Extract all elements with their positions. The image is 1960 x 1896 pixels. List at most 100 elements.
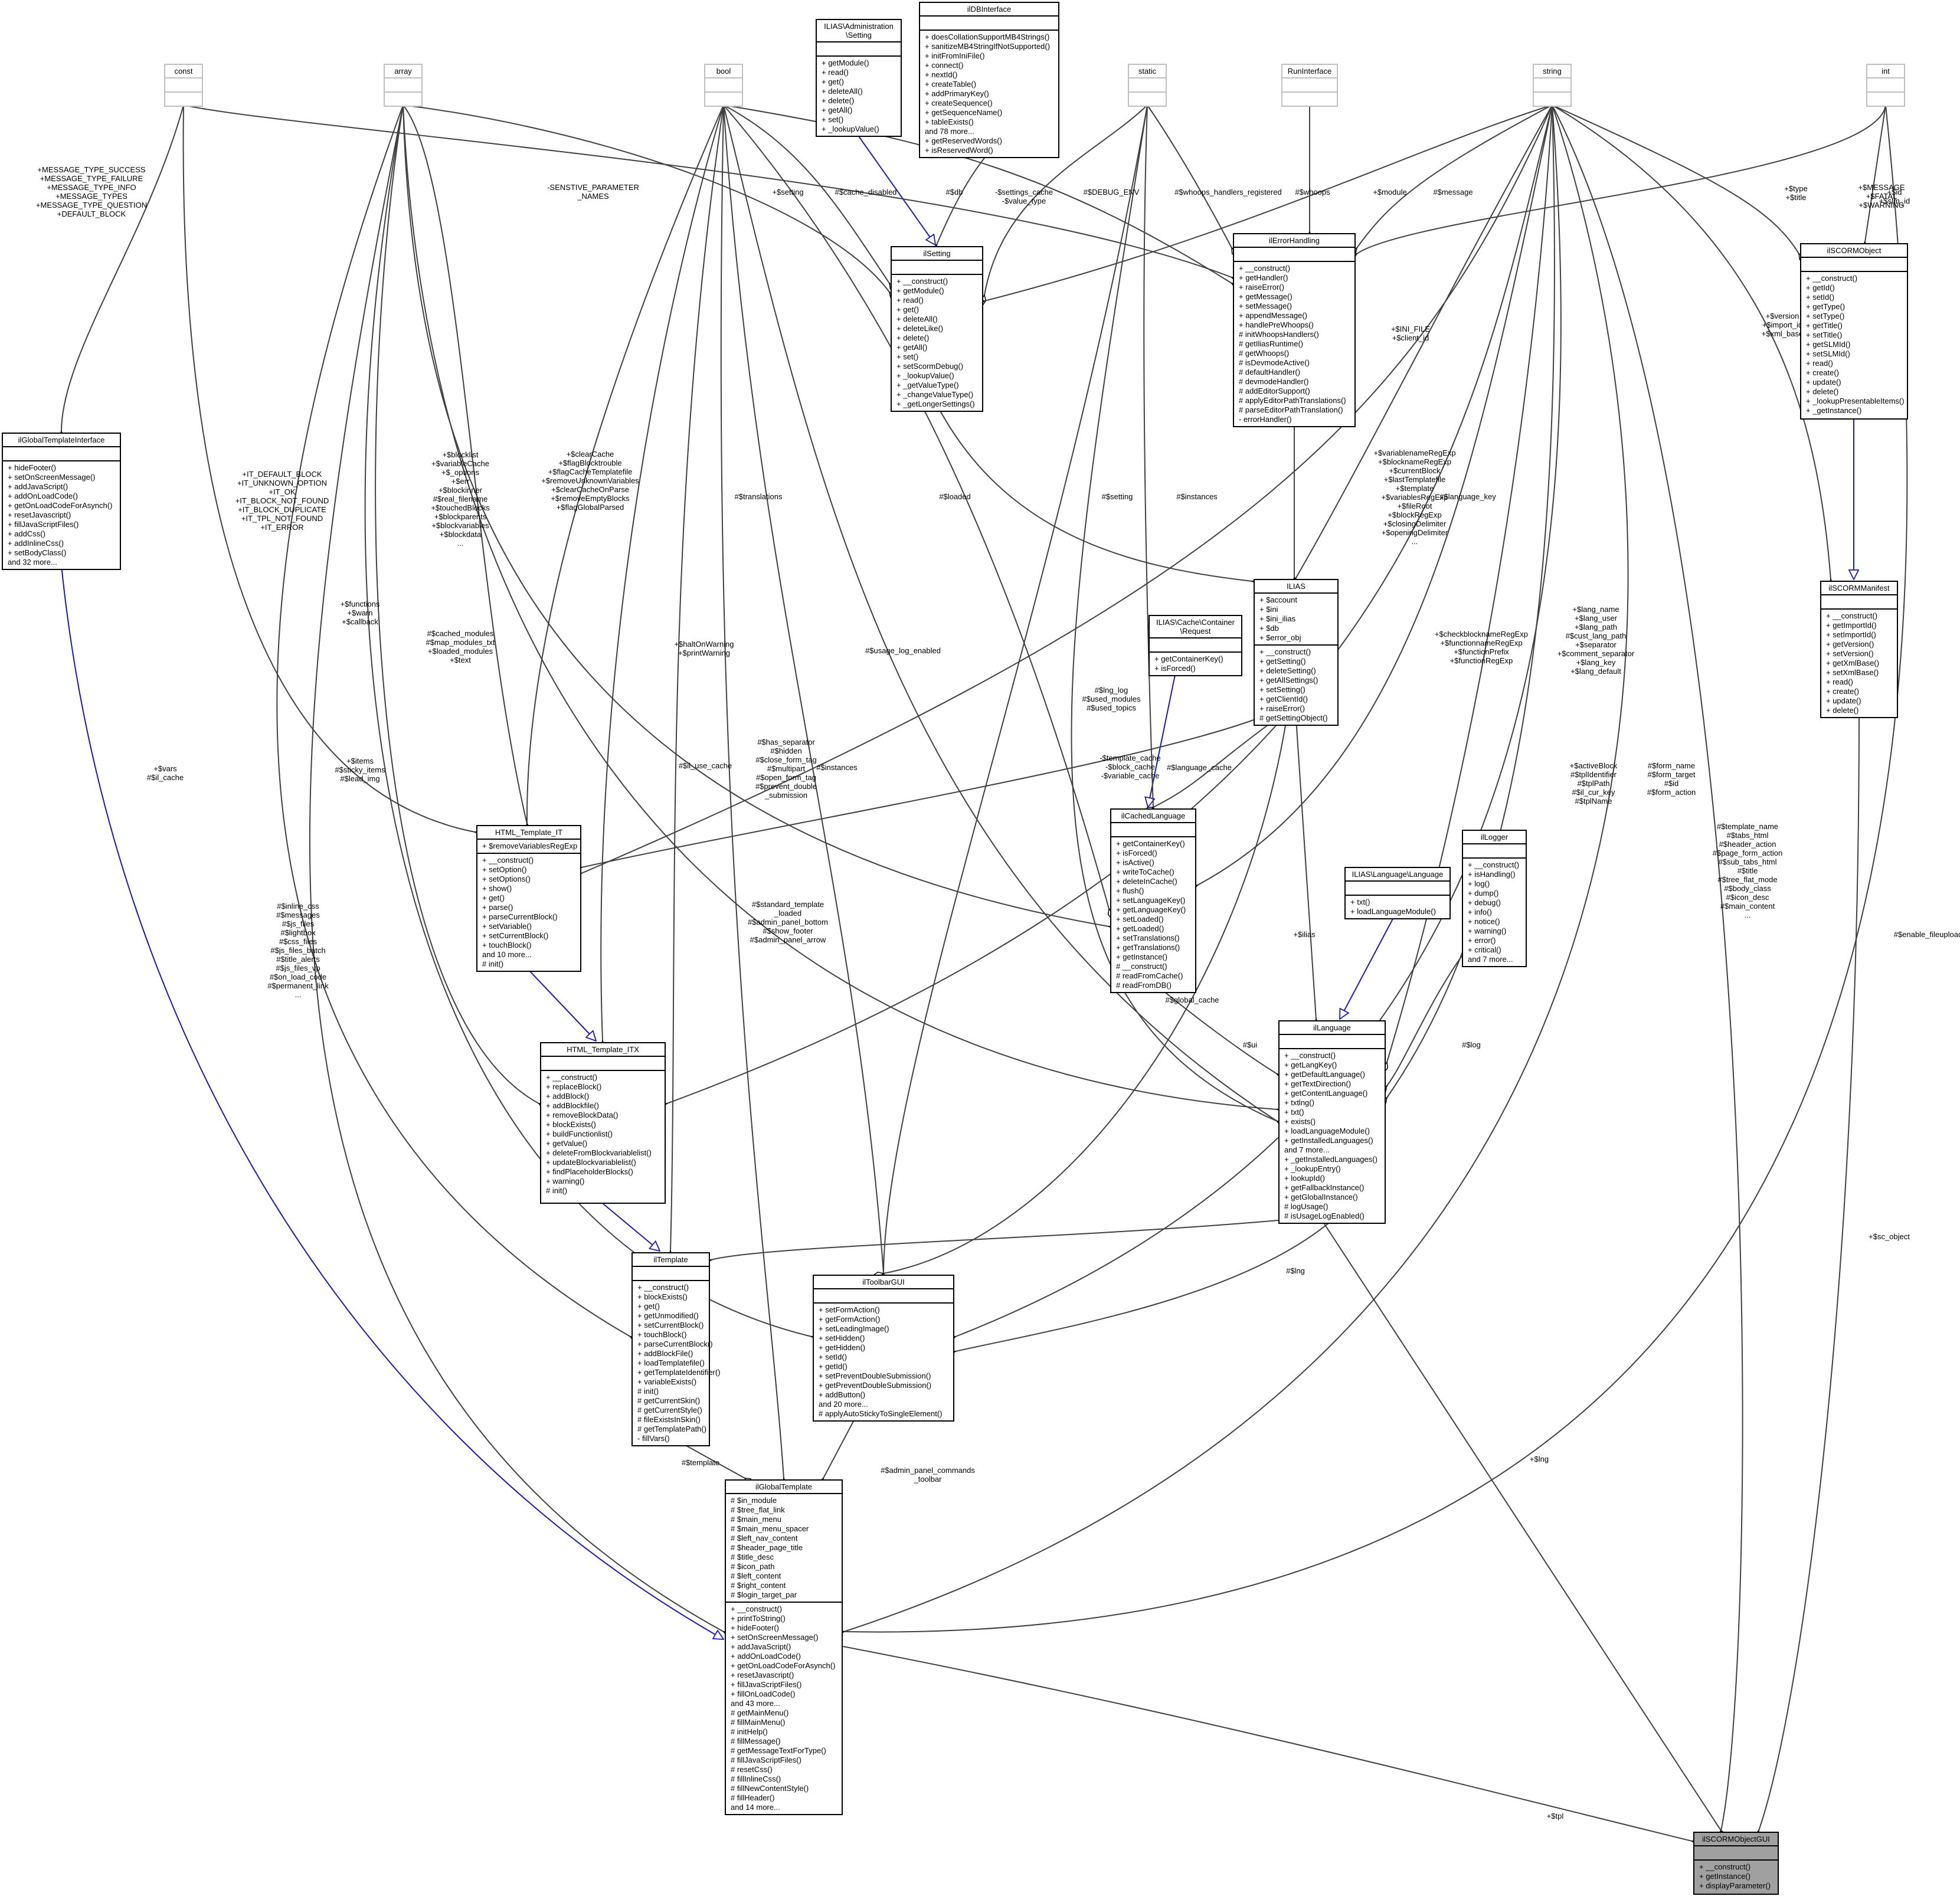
class-method: # logUsage() (1284, 1202, 1329, 1211)
class-method: + addJavaScript() (8, 482, 68, 491)
association-edge (1143, 104, 1153, 807)
class-method: + __construct() (1284, 1051, 1336, 1060)
association-edge (723, 104, 889, 283)
class-box-ilglobaltemplate[interactable]: ilGlobalTemplate# $in_module# $tree_flat… (725, 1479, 843, 1815)
class-method: + _getValueType() (896, 381, 959, 389)
class-method: + read() (1826, 677, 1853, 686)
class-method: + getModule() (896, 286, 944, 295)
class-method: + getLanguageKey() (1116, 905, 1186, 914)
class-method: + getId() (819, 1362, 848, 1371)
class-box-array[interactable]: array (384, 64, 423, 107)
class-box-illogger[interactable]: ilLogger+ __construct()+ isHandling()+ l… (1462, 830, 1527, 967)
class-method: + deleteAll() (896, 315, 938, 323)
class-box-ilscormobjectgui[interactable]: ilSCORMObjectGUI+ __construct()+ getInst… (1693, 1832, 1779, 1895)
class-method: + isForced() (1154, 664, 1196, 673)
class-method: + getModule() (822, 58, 869, 67)
class-attributes-section: # $in_module# $tree_flat_link# $main_men… (726, 1493, 842, 1602)
class-method: + addOnLoadCode() (731, 1652, 801, 1661)
association-edge (884, 104, 1148, 1273)
class-method: + __construct() (1826, 611, 1878, 620)
class-method: + getGlobalInstance() (1284, 1193, 1358, 1201)
class-box-iltemplate[interactable]: ilTemplate+ __construct()+ blockExists()… (631, 1252, 721, 1446)
class-method: + addBlockFile() (637, 1349, 693, 1358)
class-methods-section: + __construct()+ setOption()+ setOptions… (477, 853, 580, 971)
class-methods-section (705, 91, 742, 106)
class-method: + getLangKey() (1284, 1060, 1337, 1069)
association-edge (670, 104, 724, 1251)
class-box-ilscormmanifest[interactable]: ilSCORMManifest+ __construct()+ getImpor… (1820, 581, 1898, 718)
class-method: + getType() (1806, 302, 1846, 311)
class-box-int[interactable]: int (1866, 64, 1905, 107)
class-box-ilsetting[interactable]: ilSetting+ __construct()+ getModule()+ r… (891, 246, 983, 412)
edge-label: #$ui (1242, 1040, 1258, 1049)
class-attribute: # $title_desc (731, 1553, 774, 1561)
class-method: # init() (637, 1387, 659, 1396)
inheritance-edge (603, 1203, 660, 1251)
association-edge (1552, 104, 1799, 254)
class-method: + lookupId() (1284, 1174, 1326, 1183)
class-box-ilcachedlanguage[interactable]: ilCachedLanguage+ getContainerKey()+ isF… (1110, 808, 1196, 993)
edge-label: +MESSAGE_TYPE_SUCCESS +MESSAGE_TYPE_FAIL… (35, 165, 148, 218)
association-edge (1153, 719, 1275, 807)
class-title: array (394, 67, 412, 76)
class-method: + deleteFromBlockvariablelist() (546, 1148, 652, 1157)
class-box-static[interactable]: static (1128, 64, 1167, 107)
class-box-html-template-it[interactable]: HTML_Template_IT+ $removeVariablesRegExp… (476, 825, 581, 972)
class-method: + _getLongerSettings() (896, 399, 975, 408)
class-method: + __construct() (896, 277, 948, 286)
class-box-ilias-cache-container-request[interactable]: ILIAS\Cache\Container \Request+ getConta… (1148, 615, 1242, 676)
class-box-string[interactable]: string (1533, 64, 1572, 107)
class-box-const[interactable]: const (164, 64, 203, 107)
class-box-ilias[interactable]: ILIAS+ $account+ $ini+ $ini_ilias+ $db+ … (1254, 579, 1339, 726)
class-box-ildbinterface[interactable]: ilDBInterface+ doesCollationSupportMB4St… (919, 2, 1059, 158)
class-method: + buildFunctionlist() (546, 1129, 613, 1138)
class-box-ilias-administration-setting[interactable]: ILIAS\Administration \Setting+ getModule… (816, 19, 902, 137)
edge-label: #$language_cache (1167, 763, 1232, 772)
class-box-illanguage[interactable]: ilLanguage+ __construct()+ getLangKey()+… (1278, 1020, 1386, 1224)
edge-label: +$INI_FILE +$client_id (1390, 325, 1431, 342)
class-box-ilglobaltemplateinterface[interactable]: ilGlobalTemplateInterface+ hideFooter()+… (2, 433, 121, 570)
class-box-ilscormobject[interactable]: ilSCORMObject+ __construct()+ getId()+ s… (1800, 243, 1908, 420)
association-edge (183, 104, 1232, 277)
class-attributes-section (892, 260, 982, 274)
class-method: + setId() (1806, 293, 1835, 302)
class-method: # fillHeader() (731, 1793, 775, 1802)
class-box-html-template-itx[interactable]: HTML_Template_ITX+ __construct()+ replac… (540, 1042, 666, 1204)
class-title: ilDBInterface (967, 5, 1012, 14)
class-box-bool[interactable]: bool (704, 64, 743, 107)
class-methods-section (1129, 91, 1166, 106)
association-edge (823, 1416, 856, 1478)
class-method: + getTemplateIdentifier() (637, 1368, 721, 1377)
class-attributes-section (3, 446, 120, 460)
class-method: + setLoaded() (1116, 915, 1164, 924)
class-title: ilLogger (1480, 833, 1509, 841)
edge-label: #$template (681, 1458, 720, 1467)
class-box-ilias-language-language[interactable]: ILIAS\Language\Language+ txt()+ loadLang… (1344, 867, 1451, 919)
class-method: and 20 more... (819, 1400, 868, 1409)
class-method: + createSequence() (925, 99, 993, 107)
class-attributes-section (920, 15, 1058, 30)
class-method: # getCurrentStyle() (637, 1406, 702, 1414)
class-box-iltoolbargui[interactable]: ilToolbarGUI+ setFormAction()+ getFormAc… (813, 1275, 954, 1422)
edge-label: +$type +$title (1784, 184, 1808, 202)
class-box-runinterface[interactable]: RunInterface (1281, 64, 1338, 107)
inheritance-edge (61, 565, 724, 1639)
class-method: + replaceBlock() (546, 1082, 602, 1091)
class-attribute: # $main_menu_spacer (731, 1524, 809, 1533)
edge-label: #$global_cache (1165, 996, 1219, 1004)
class-method: + create() (1826, 687, 1859, 696)
class-attribute: # $icon_path (731, 1562, 775, 1571)
association-edge (1357, 104, 1886, 254)
class-box-ilerrorhandling[interactable]: ilErrorHandling+ __construct()+ getHandl… (1233, 233, 1356, 427)
edge-label: #$cache_disabled (835, 188, 897, 197)
class-title: ilTemplate (653, 1255, 688, 1264)
class-methods-section (165, 91, 202, 106)
edge-label: #$has_separator #$hidden #$close_form_ta… (755, 738, 817, 800)
class-method: + getReservedWords() (925, 136, 1002, 145)
class-method: + setTitle() (1806, 330, 1843, 339)
class-method: + isReservedWord() (925, 146, 993, 155)
class-method: + setOnScreenMessage() (731, 1633, 819, 1642)
class-method: + __construct() (1699, 1862, 1751, 1871)
association-edge (276, 104, 630, 1337)
class-attribute: + $ini_ilias (1259, 614, 1296, 623)
